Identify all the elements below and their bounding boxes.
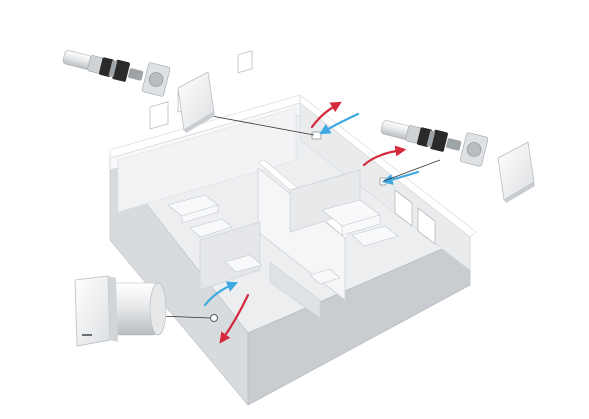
flow-front-in [203,281,239,307]
partition-bath [199,221,261,291]
flow-front-out [219,293,250,344]
flow-top-out [310,101,342,129]
flow-right-out [362,145,407,167]
unit-bottom-left-cover [74,275,111,347]
back-wall-right-top [299,94,477,238]
unit-top-right-cover [497,141,535,201]
partition-front [269,261,321,319]
unit-bottom-left [74,275,167,347]
airflow-arrows [203,101,420,344]
unit-bottom-left-logo-mark [82,334,92,336]
leader-bottom-left [159,315,211,319]
windows-right [394,189,436,245]
flow-top-in [319,112,360,135]
unit-top-left [62,50,171,97]
leader-top-right [383,159,441,182]
unit-top-right [380,120,489,167]
furniture [167,194,399,285]
back-wall-left-inner [117,107,297,213]
apartment-model [109,50,477,407]
unit-top-right-cover-edge [504,182,535,203]
unit-top-left-cover-edge [184,112,215,133]
point-living-front [210,314,218,322]
point-bedroom-top [311,131,322,140]
flow-right-in [381,170,420,185]
outer-wall-right-face [247,236,471,406]
